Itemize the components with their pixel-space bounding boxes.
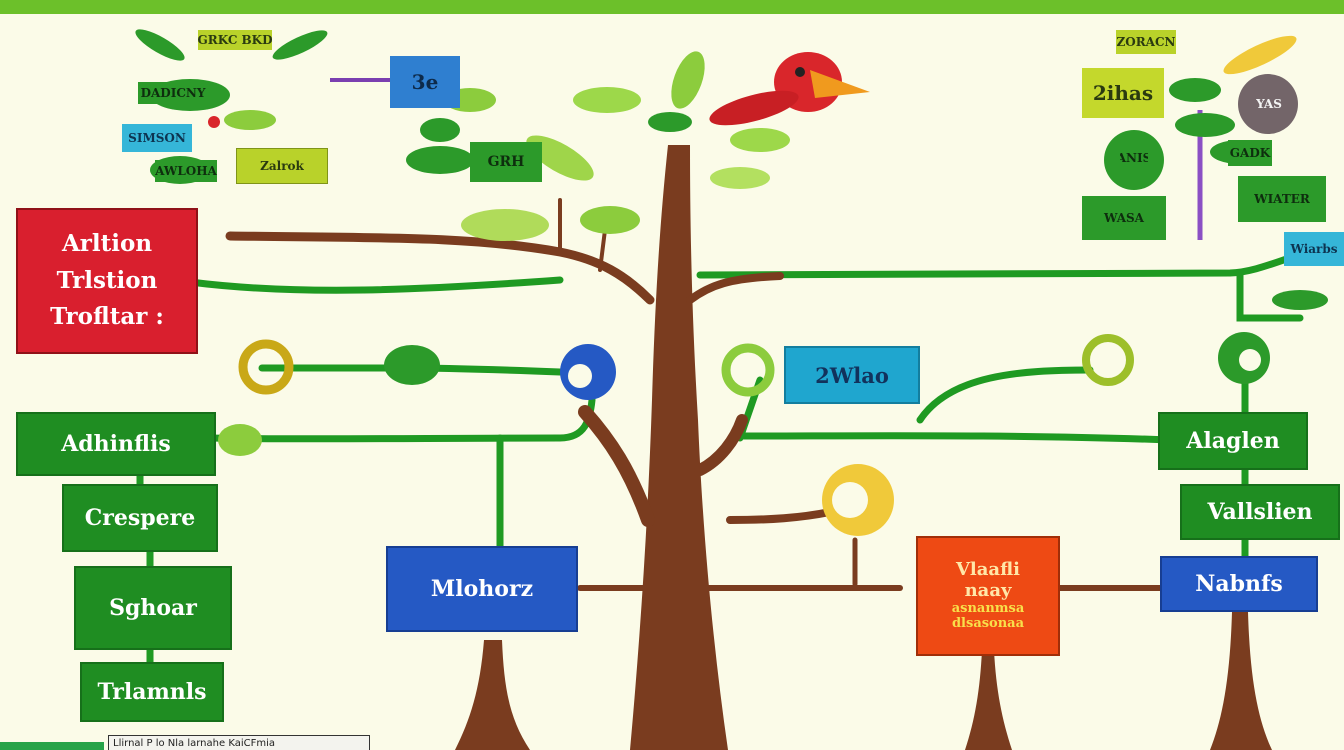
connector-top-right <box>696 246 1322 279</box>
small-red-dot <box>208 116 220 128</box>
top-left-label-2: DADICNY <box>138 82 208 104</box>
top-center-green-label: GRH <box>470 142 542 182</box>
top-right-label-5: GADK <box>1228 140 1272 166</box>
top-right-label-4: YAS <box>1256 97 1282 111</box>
leaf <box>384 345 440 385</box>
left-box-1: Adhinflis <box>16 412 216 476</box>
leaf <box>272 30 328 60</box>
leaf <box>135 29 185 61</box>
center-blue-box: Mlohorz <box>386 546 578 632</box>
branch-right-up <box>686 272 784 304</box>
branch-left-mid <box>578 405 655 527</box>
right-box-2: Vallslien <box>1180 484 1340 540</box>
blue-ring-inner <box>568 364 592 388</box>
root-center <box>965 650 1012 750</box>
right-dark-circle <box>1238 74 1298 134</box>
connector-right-ring <box>916 366 1094 424</box>
top-right-label-1: ZORACN <box>1116 30 1176 54</box>
left-red-box-line-2: Trlstion <box>56 266 158 294</box>
left-box-4: Trlamnls <box>80 662 224 722</box>
leaf <box>461 209 549 241</box>
root-right <box>1210 612 1272 750</box>
footer-caption: Llirnal P lo Nla larnahe KaiCFmia <box>108 735 370 750</box>
connector-right-stem <box>1236 269 1304 322</box>
left-red-box: Arltion Trlstion Trofltar : <box>16 208 198 354</box>
top-left-label-1: GRKC BKD <box>198 30 272 50</box>
right-top-ring-inner <box>1239 349 1261 371</box>
left-red-box-line-3: Trofltar : <box>50 303 164 331</box>
top-left-label-3: SIMSON <box>122 124 192 152</box>
branch-right-mid <box>694 414 748 476</box>
connector-red-box <box>186 276 564 294</box>
leaf <box>671 51 705 109</box>
tree-branches <box>225 198 1163 591</box>
green-ring-icon <box>721 343 775 397</box>
top-bar <box>0 0 1344 14</box>
top-right-label-3: ANIS <box>1120 151 1148 165</box>
leaf <box>1169 78 1221 102</box>
tree <box>455 145 1272 750</box>
leaf <box>580 206 640 234</box>
branch-top-2 <box>598 228 607 272</box>
leaf <box>526 135 594 181</box>
yellow-ring-inner <box>832 482 868 518</box>
leaf <box>1272 290 1328 310</box>
connector-right-mid <box>736 432 1174 444</box>
footer-accent <box>0 742 104 750</box>
ring-icons <box>208 74 1298 536</box>
trunk <box>630 145 728 750</box>
top-right-label-2: 2ihas <box>1082 68 1164 118</box>
leaf <box>218 424 262 456</box>
right-box-1: Alaglen <box>1158 412 1308 470</box>
leaf <box>710 167 770 189</box>
leaf <box>1175 113 1235 137</box>
center-orange-box-line-2: naay <box>964 580 1012 602</box>
top-center-blue-label: 3e <box>390 56 460 108</box>
center-orange-box-line-4: dlsasonaa <box>951 615 1025 631</box>
right-green-ring-icon <box>1082 334 1134 386</box>
center-cyan-box: 2Wlao <box>784 346 920 404</box>
right-box-3: Nabnfs <box>1160 556 1318 612</box>
branch-upper-left <box>225 231 655 305</box>
leaf <box>730 128 790 152</box>
leaf <box>648 112 692 132</box>
connector-adhinflis <box>208 396 596 443</box>
leaf <box>573 87 641 113</box>
branch-mid-right <box>726 508 834 524</box>
left-red-box-line-1: Arltion <box>61 229 153 257</box>
leaves <box>135 29 1328 456</box>
olive-ring-icon <box>238 339 294 395</box>
red-bird <box>709 52 870 126</box>
center-orange-box-line-1: Vlaafli <box>955 559 1021 581</box>
left-box-3: Sghoar <box>74 566 232 650</box>
top-right-label-8: Wiarbs <box>1284 232 1344 266</box>
leaf <box>224 110 276 130</box>
center-orange-box-line-3: asnanmsa <box>951 600 1025 616</box>
right-upper-green-circle <box>1104 130 1164 190</box>
green-connectors <box>136 246 1322 666</box>
top-left-label-5: AWLOHA <box>155 160 217 182</box>
top-right-label-6: WIATER <box>1238 176 1326 222</box>
left-box-2: Crespere <box>62 484 218 552</box>
leaf <box>406 146 474 174</box>
top-right-label-7: WASA <box>1082 196 1166 240</box>
root-left <box>455 640 530 750</box>
center-orange-box: Vlaafli naay asnanmsa dlsasonaa <box>916 536 1060 656</box>
leaf <box>420 118 460 142</box>
top-left-label-4: Zalrok <box>236 148 328 184</box>
leaf <box>1223 35 1297 75</box>
